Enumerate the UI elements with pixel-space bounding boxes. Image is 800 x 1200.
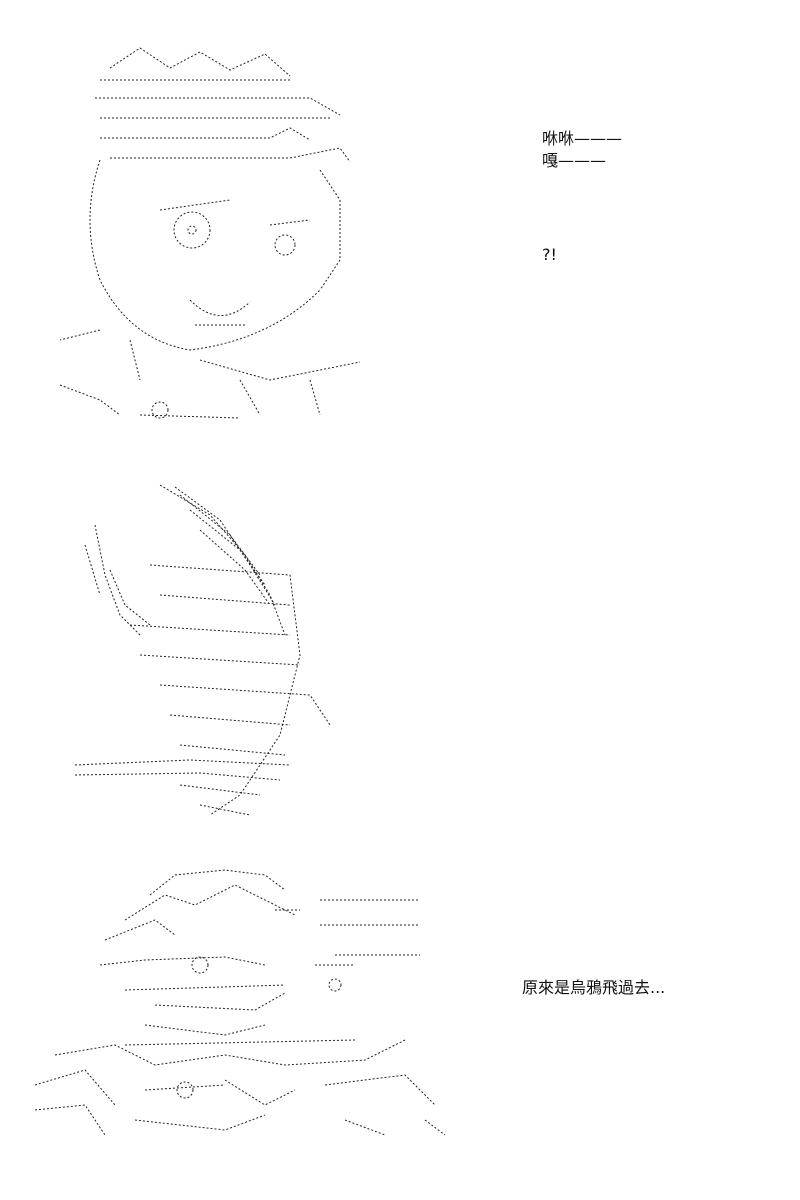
caption-swish: 咻咻———: [542, 129, 623, 148]
crow-drawing: [74, 484, 331, 816]
caption-crow-explanation: 原來是烏鴉飛過去...: [522, 978, 666, 997]
crow-art: [70, 475, 350, 825]
caption-caw: 嘎———: [542, 151, 607, 170]
thinking-character-art: [25, 865, 455, 1140]
caption-surprise: ?!: [542, 245, 557, 264]
startled-character-art: [40, 40, 380, 420]
startled-character-drawing: [59, 47, 361, 419]
thinking-character-drawing: [34, 869, 446, 1136]
